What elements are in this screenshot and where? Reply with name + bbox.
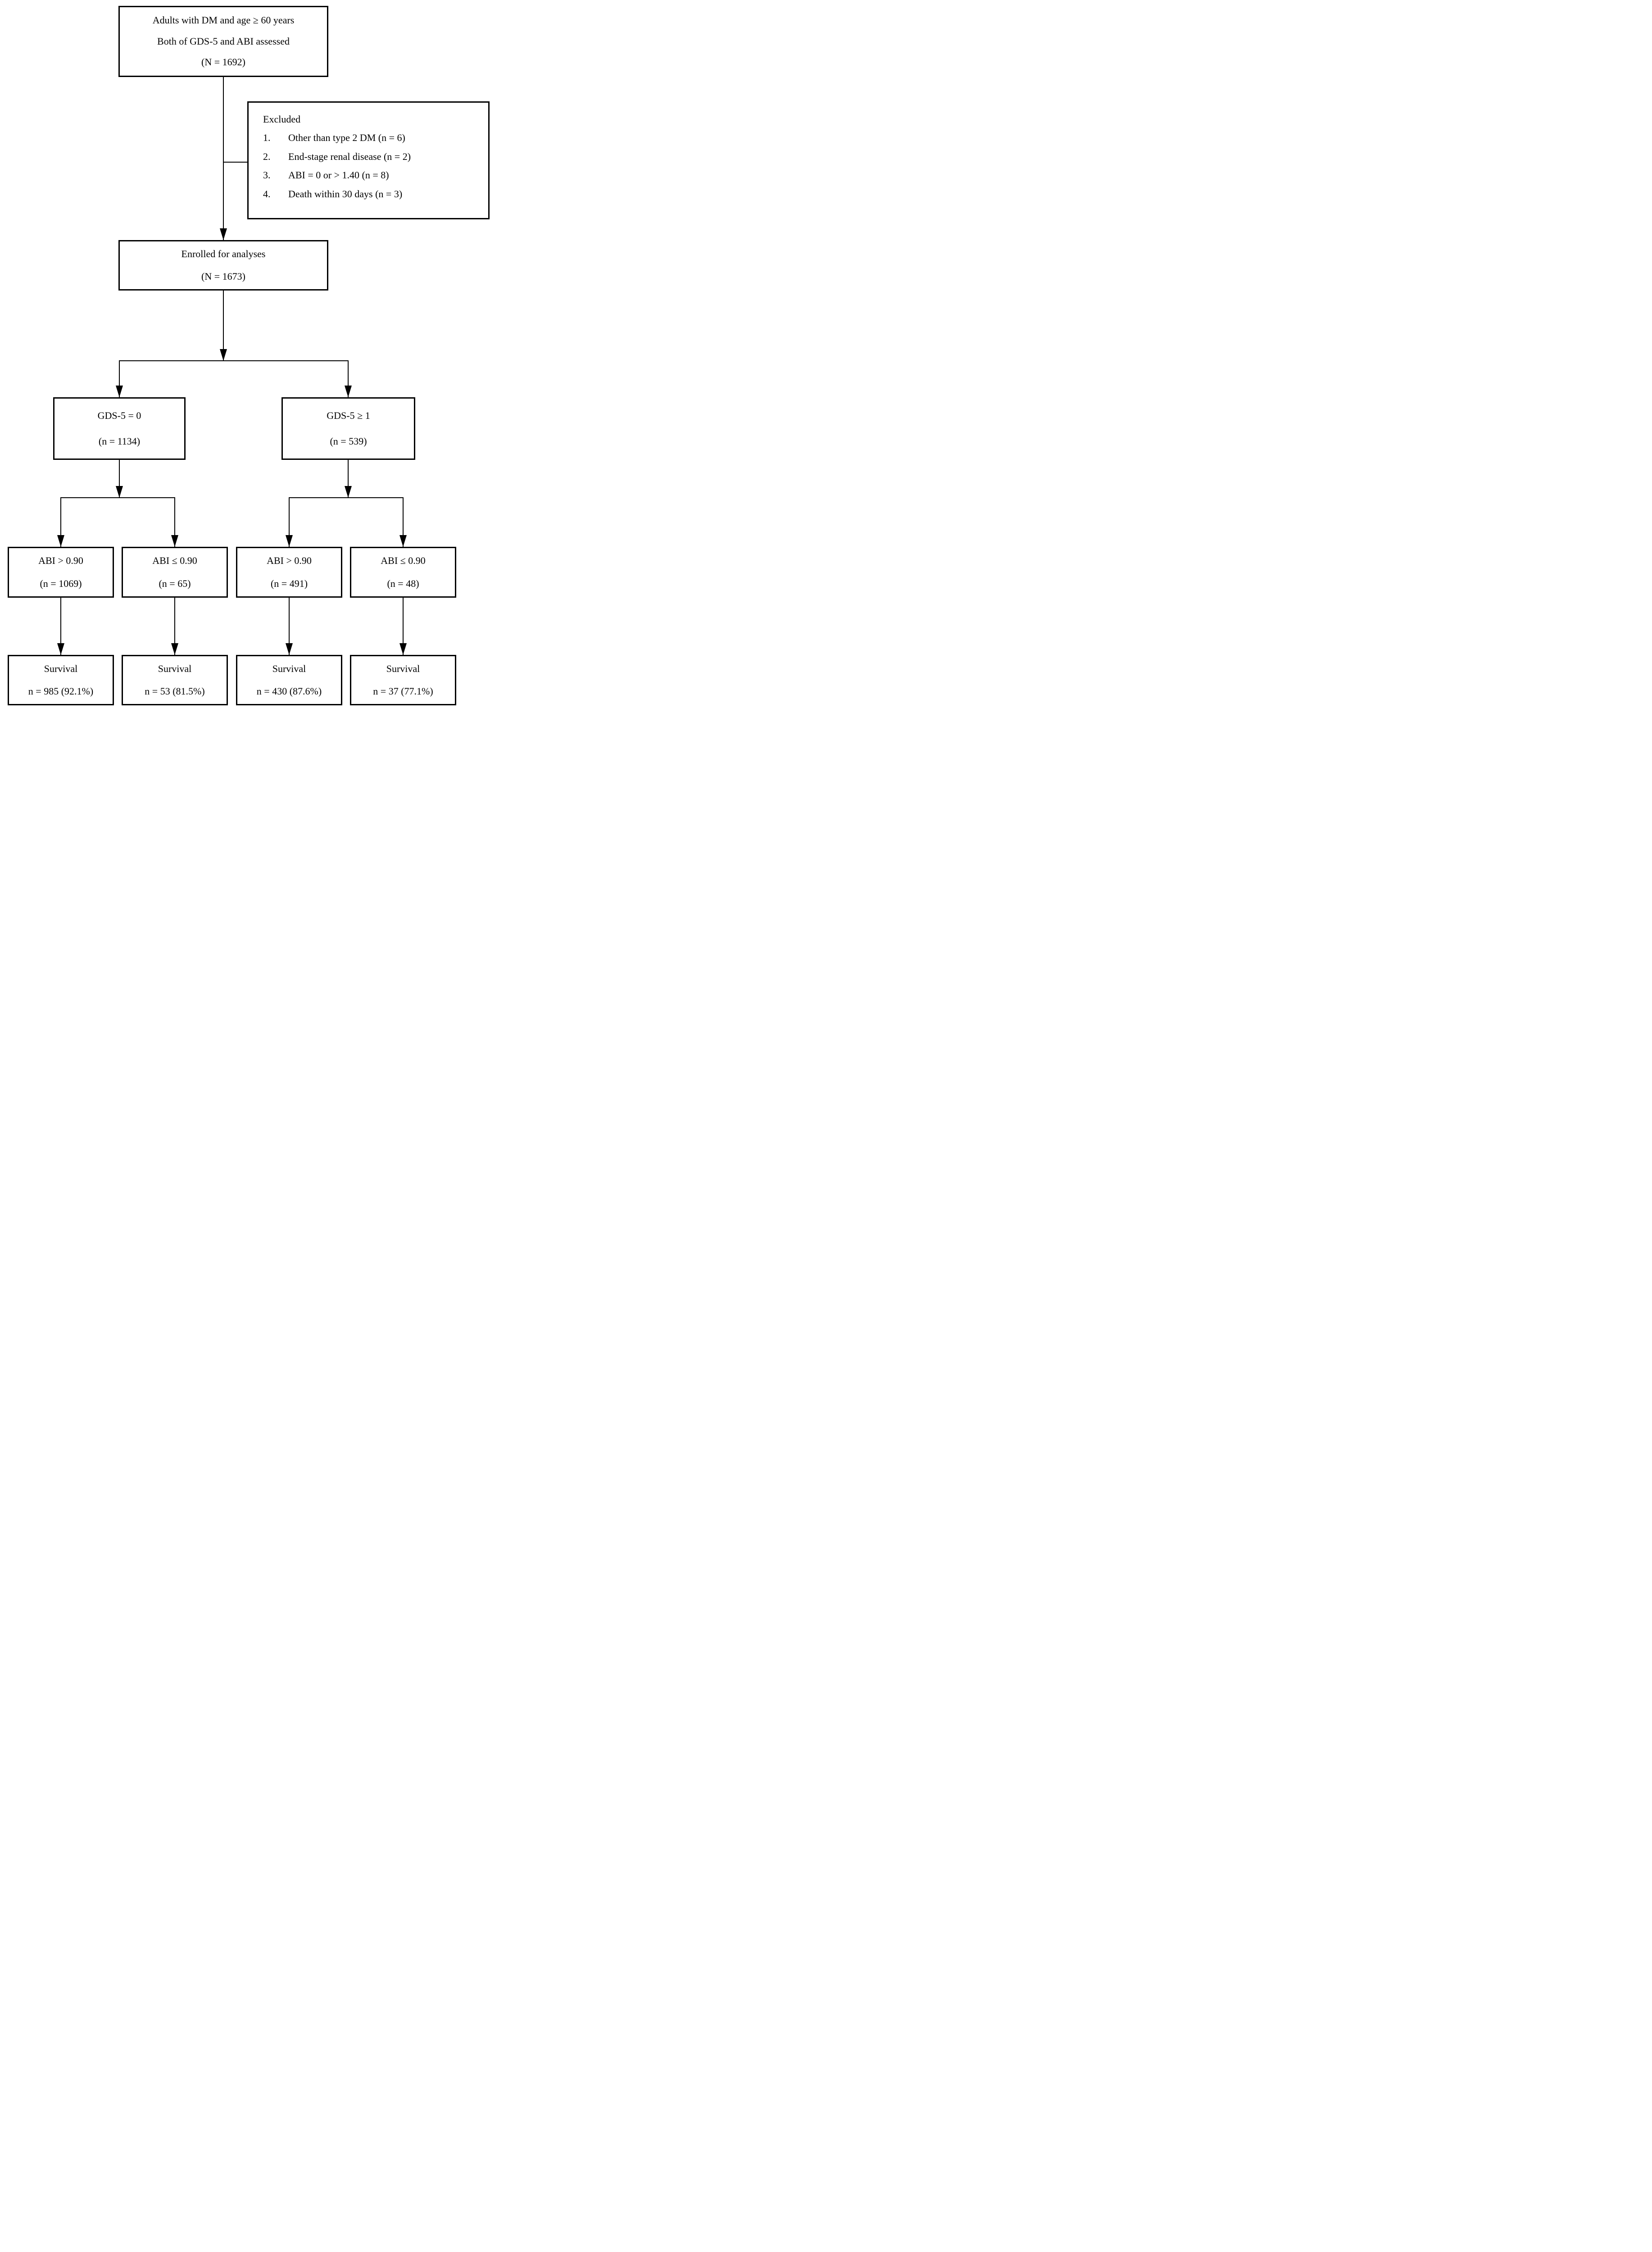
eligible-assessment-line: Both of GDS-5 and ABI assessed [157, 35, 290, 47]
gds5-ge1-label: GDS-5 ≥ 1 [327, 410, 370, 422]
connector-split-to-gds0 [119, 361, 120, 397]
arrowhead-down-icon [116, 386, 123, 397]
connector-abi2-to-survival2 [174, 598, 175, 655]
abi-count: (n = 65) [159, 577, 191, 589]
connector-abi4-to-survival4 [403, 598, 404, 655]
arrowhead-down-icon [345, 386, 352, 397]
split-bar-abi-right [289, 497, 404, 498]
excluded-item: 1. Other than type 2 DM (n = 6) [263, 132, 405, 144]
excluded-item-number: 4. [263, 188, 271, 200]
excluded-item-text: ABI = 0 or > 1.40 (n = 8) [288, 169, 389, 181]
abi-label: ABI > 0.90 [38, 555, 83, 567]
survival-label: Survival [44, 663, 78, 674]
box-abi-gt090-gds1: ABI > 0.90 (n = 491) [236, 547, 342, 598]
connector-branch-to-excluded [223, 162, 248, 163]
connector-gds0-to-split [119, 460, 120, 498]
arrowhead-down-icon [171, 643, 178, 655]
arrowhead-down-icon [57, 535, 64, 547]
connector-gds1-to-split [348, 460, 349, 498]
arrowhead-down-icon [57, 643, 64, 655]
enrolled-label: Enrolled for analyses [181, 248, 266, 259]
box-abi-le090-gds1: ABI ≤ 0.90 (n = 48) [350, 547, 456, 598]
survival-label: Survival [158, 663, 192, 674]
eligible-criteria-line: Adults with DM and age ≥ 60 years [152, 14, 295, 26]
excluded-item-text: Death within 30 days (n = 3) [288, 188, 403, 200]
excluded-title: Excluded [263, 114, 301, 125]
box-gds5-ge1: GDS-5 ≥ 1 (n = 539) [281, 397, 415, 460]
connector-abi3-to-survival3 [289, 598, 290, 655]
arrowhead-down-icon [345, 486, 352, 498]
arrowhead-down-icon [399, 535, 407, 547]
connector-split-to-abi1 [60, 498, 61, 547]
arrowhead-down-icon [286, 643, 293, 655]
survival-label: Survival [272, 663, 306, 674]
box-gds5-0: GDS-5 = 0 (n = 1134) [53, 397, 186, 460]
arrowhead-down-icon [116, 486, 123, 498]
gds5-ge1-count: (n = 539) [330, 435, 367, 447]
arrowhead-down-icon [399, 643, 407, 655]
box-survival-4: Survival n = 37 (77.1%) [350, 655, 456, 705]
abi-label: ABI ≤ 0.90 [152, 555, 197, 567]
excluded-item-number: 2. [263, 150, 271, 162]
arrowhead-down-icon [286, 535, 293, 547]
abi-label: ABI > 0.90 [267, 555, 312, 567]
abi-count: (n = 48) [387, 577, 419, 589]
arrowhead-down-icon [171, 535, 178, 547]
box-survival-2: Survival n = 53 (81.5%) [122, 655, 228, 705]
box-abi-le090-gds0: ABI ≤ 0.90 (n = 65) [122, 547, 228, 598]
connector-enrolled-to-split [223, 291, 224, 361]
excluded-item-text: End-stage renal disease (n = 2) [288, 150, 411, 162]
box-enrolled: Enrolled for analyses (N = 1673) [118, 240, 328, 291]
box-survival-3: Survival n = 430 (87.6%) [236, 655, 342, 705]
connector-split-to-abi4 [403, 498, 404, 547]
survival-label: Survival [386, 663, 420, 674]
excluded-item-number: 3. [263, 169, 271, 181]
excluded-item-number: 1. [263, 132, 271, 144]
survival-count: n = 985 (92.1%) [28, 686, 94, 697]
box-excluded: Excluded 1. Other than type 2 DM (n = 6)… [247, 101, 490, 219]
arrowhead-down-icon [220, 349, 227, 361]
abi-count: (n = 491) [270, 577, 308, 589]
survival-count: n = 430 (87.6%) [256, 686, 322, 697]
box-abi-gt090-gds0: ABI > 0.90 (n = 1069) [8, 547, 114, 598]
survival-count: n = 53 (81.5%) [145, 686, 205, 697]
excluded-item: 2. End-stage renal disease (n = 2) [263, 151, 411, 163]
connector-top-to-enrolled [223, 77, 224, 240]
excluded-item-text: Other than type 2 DM (n = 6) [288, 132, 405, 144]
eligible-count: (N = 1692) [201, 56, 245, 68]
box-survival-1: Survival n = 985 (92.1%) [8, 655, 114, 705]
survival-count: n = 37 (77.1%) [373, 686, 433, 697]
enrolled-count: (N = 1673) [201, 271, 245, 282]
split-bar-abi-left [60, 497, 175, 498]
connector-split-to-abi2 [174, 498, 175, 547]
excluded-item: 3. ABI = 0 or > 1.40 (n = 8) [263, 169, 389, 181]
connector-split-to-abi3 [289, 498, 290, 547]
gds5-0-count: (n = 1134) [98, 435, 141, 447]
enrollment-flowchart: Adults with DM and age ≥ 60 years Both o… [0, 0, 495, 721]
gds5-0-label: GDS-5 = 0 [97, 410, 141, 422]
box-eligible-population: Adults with DM and age ≥ 60 years Both o… [118, 6, 328, 77]
split-bar-gds [119, 360, 349, 361]
connector-abi1-to-survival1 [60, 598, 61, 655]
abi-label: ABI ≤ 0.90 [381, 555, 426, 567]
connector-split-to-gds1 [348, 361, 349, 397]
excluded-item: 4. Death within 30 days (n = 3) [263, 188, 402, 200]
arrowhead-down-icon [220, 228, 227, 240]
abi-count: (n = 1069) [40, 577, 82, 589]
